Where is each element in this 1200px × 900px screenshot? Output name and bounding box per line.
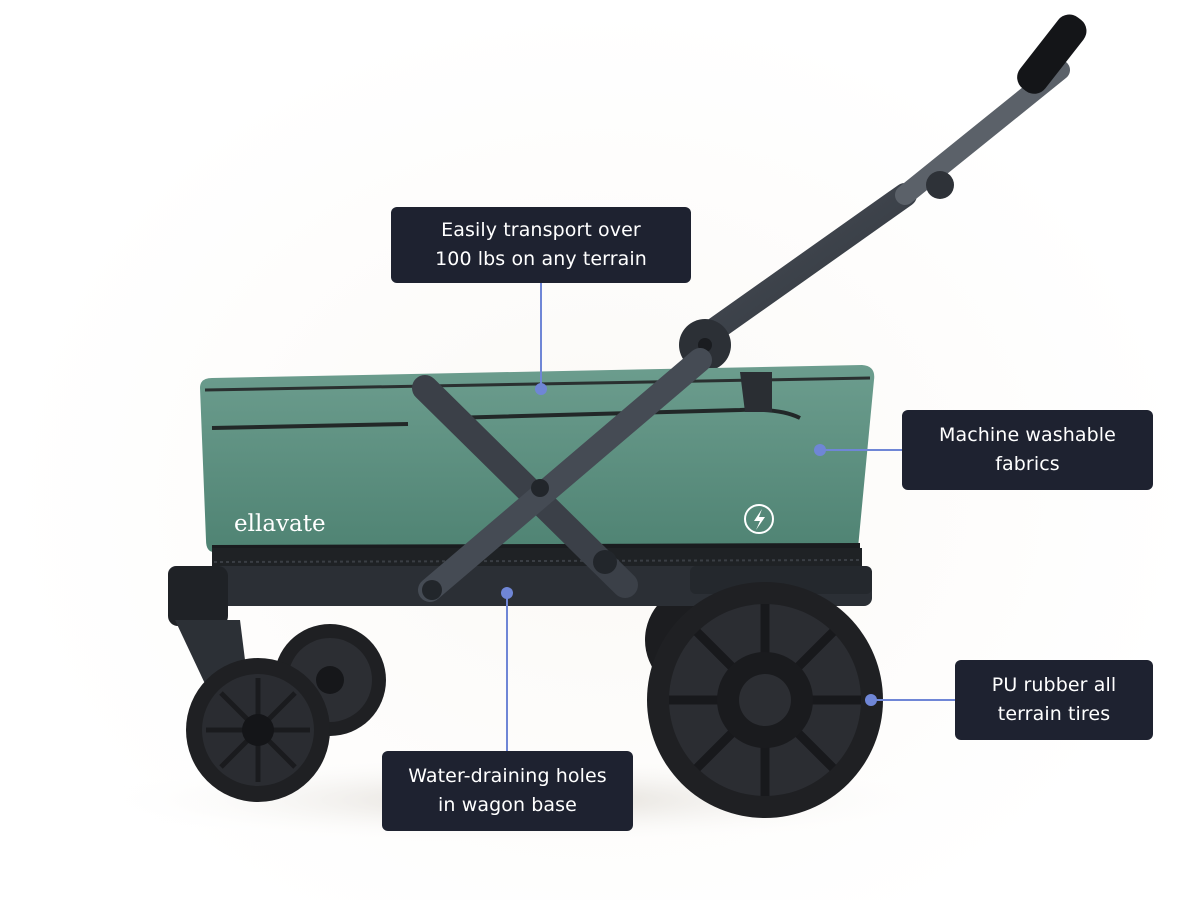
transport-dot	[535, 383, 547, 395]
callout-fabrics-line1: Machine washable	[939, 424, 1116, 446]
callout-drainage-line1: Water-draining holes	[408, 765, 607, 787]
callout-drainage-line2: in wagon base	[438, 794, 577, 816]
lightning-bolt-circle-icon	[744, 504, 774, 534]
callout-water-draining: Water-draining holes in wagon base	[382, 751, 633, 831]
callout-transport-capacity: Easily transport over 100 lbs on any ter…	[391, 207, 691, 283]
callout-transport-line1: Easily transport over	[441, 219, 641, 241]
callout-machine-washable: Machine washable fabrics	[902, 410, 1153, 490]
wagon-base-tray	[168, 566, 872, 626]
callout-transport-line2: 100 lbs on any terrain	[435, 248, 647, 270]
wagon-fabric-body	[200, 365, 875, 570]
callout-connectors	[501, 283, 955, 751]
tire-dot	[865, 694, 877, 706]
front-near-wheel	[175, 620, 330, 802]
drain-dot	[501, 587, 513, 599]
callout-tires-line2: terrain tires	[997, 703, 1111, 725]
wagon-handle	[679, 14, 1087, 371]
callout-fabrics-line2: fabrics	[995, 453, 1060, 475]
rear-near-wheel	[647, 582, 883, 818]
brand-wordmark: ellavate	[234, 511, 326, 537]
callout-tires-line1: PU rubber all	[991, 674, 1117, 696]
scissor-frame	[412, 348, 772, 602]
fabric-dot	[814, 444, 826, 456]
callout-terrain-tires: PU rubber all terrain tires	[955, 660, 1153, 740]
